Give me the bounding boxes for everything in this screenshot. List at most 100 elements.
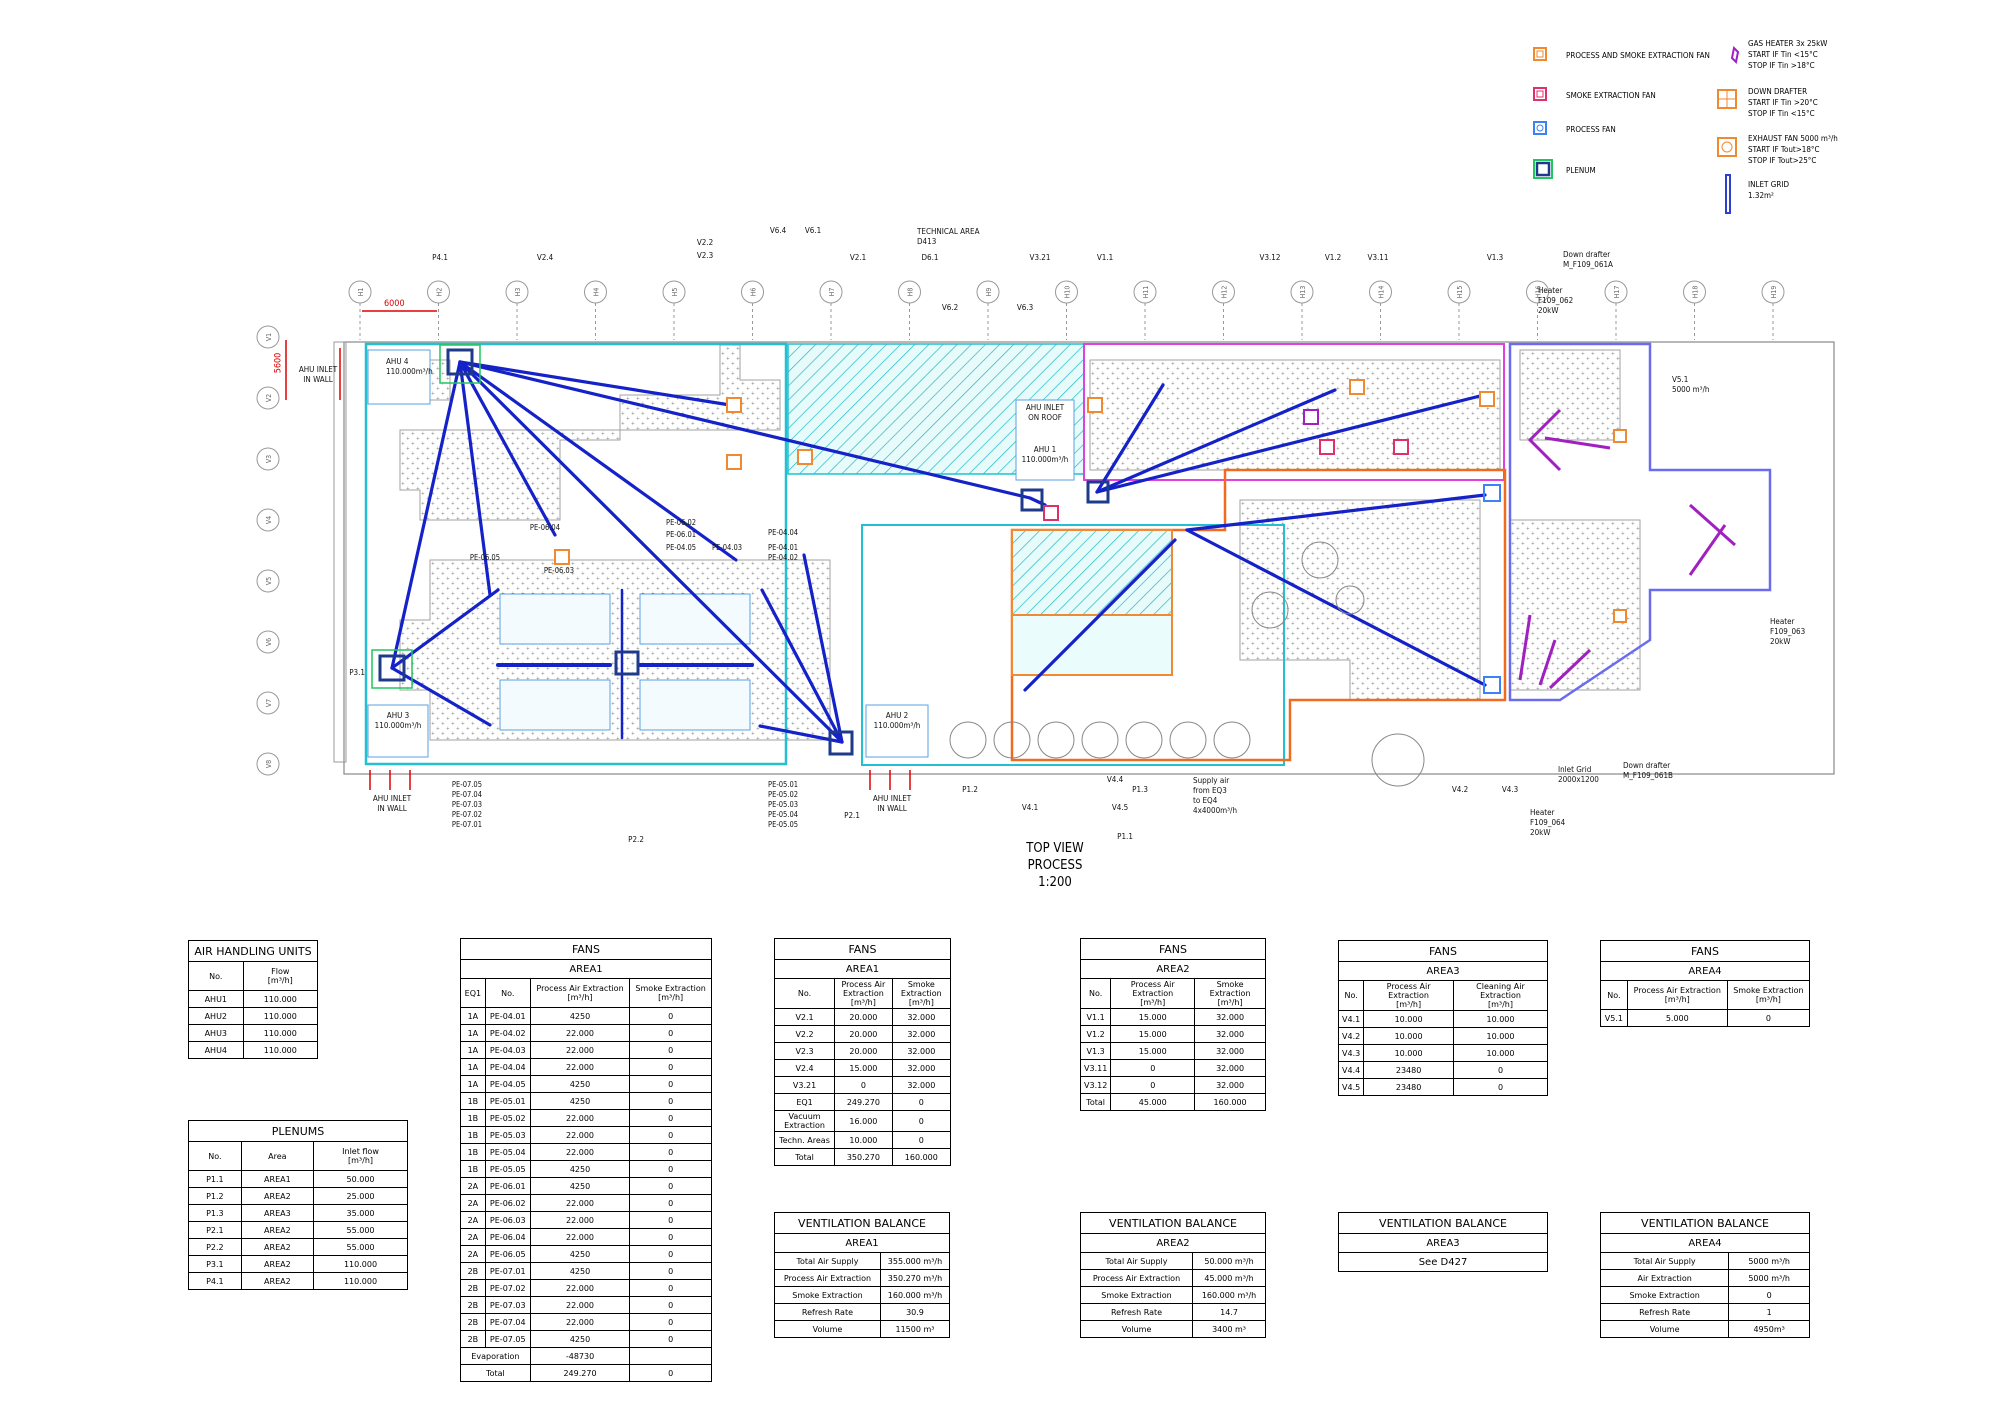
table-title: FANS bbox=[774, 938, 951, 960]
ahu-boxes bbox=[367, 349, 1075, 758]
table-header: No. bbox=[188, 961, 244, 991]
table-title: PLENUMS bbox=[188, 1120, 408, 1142]
svg-text:H11: H11 bbox=[1142, 286, 1150, 299]
table-header: No. bbox=[1600, 980, 1628, 1010]
svg-text:110.000m³/h: 110.000m³/h bbox=[874, 721, 921, 730]
svg-text:V4: V4 bbox=[265, 516, 273, 524]
svg-text:V2.4: V2.4 bbox=[537, 253, 554, 262]
top-label: V3.21 bbox=[1030, 253, 1051, 262]
top-label: V1.1 bbox=[1097, 253, 1113, 262]
svg-text:AHU 3: AHU 3 bbox=[387, 711, 409, 720]
table-title: VENTILATION BALANCE bbox=[1600, 1212, 1810, 1234]
table-title: VENTILATION BALANCE bbox=[1080, 1212, 1266, 1234]
svg-text:V6.4: V6.4 bbox=[770, 226, 787, 235]
svg-text:V4.4: V4.4 bbox=[1107, 775, 1124, 784]
pe-label: PE-07.04 bbox=[452, 790, 482, 799]
svg-text:110.000m³/h: 110.000m³/h bbox=[1022, 455, 1069, 464]
svg-text:5000 m³/h: 5000 m³/h bbox=[1672, 385, 1709, 394]
grid-col-bubble: H3 bbox=[505, 280, 529, 340]
svg-text:H19: H19 bbox=[1770, 286, 1778, 299]
grid-col-bubble: H5 bbox=[662, 280, 686, 340]
svg-text:V4.2: V4.2 bbox=[1452, 785, 1468, 794]
svg-text:AHU INLET: AHU INLET bbox=[299, 365, 338, 374]
svg-text:F109_064: F109_064 bbox=[1530, 818, 1566, 827]
top-label: V3.11 bbox=[1368, 253, 1389, 262]
svg-text:PE-07.01: PE-07.01 bbox=[452, 820, 482, 829]
svg-text:Supply air: Supply air bbox=[1193, 776, 1229, 785]
bottom-label: P1.2 bbox=[962, 785, 978, 794]
p31-label: P3.1 bbox=[349, 668, 365, 677]
svg-text:H3: H3 bbox=[514, 288, 522, 297]
svg-text:PE-05.04: PE-05.04 bbox=[768, 810, 798, 819]
legend-smoke: SMOKE EXTRACTION FAN bbox=[1566, 91, 1656, 100]
svg-text:V6: V6 bbox=[265, 638, 273, 646]
top-label: V6.4 bbox=[770, 226, 787, 235]
svg-text:Heater: Heater bbox=[1538, 286, 1563, 295]
svg-text:V4.1: V4.1 bbox=[1022, 803, 1038, 812]
svg-text:H5: H5 bbox=[671, 288, 679, 297]
pe-label: PE-07.02 bbox=[452, 810, 482, 819]
svg-text:H1: H1 bbox=[357, 288, 365, 297]
table-title: FANS bbox=[460, 938, 712, 960]
table-header: Process Air Extraction[m³/h] bbox=[1363, 980, 1454, 1011]
bottom-label: P2.1 bbox=[844, 811, 860, 820]
svg-text:PE-05.05: PE-05.05 bbox=[768, 820, 798, 829]
grid-col-bubble: H4 bbox=[584, 280, 607, 340]
svg-text:V1.3: V1.3 bbox=[1487, 253, 1503, 262]
svg-text:PE-06.03: PE-06.03 bbox=[544, 566, 574, 575]
table-subtitle: AREA1 bbox=[460, 959, 712, 979]
svg-text:V1.1: V1.1 bbox=[1097, 253, 1113, 262]
svg-text:AHU INLET: AHU INLET bbox=[873, 794, 912, 803]
svg-text:IN WALL: IN WALL bbox=[303, 375, 332, 384]
svg-text:V3: V3 bbox=[265, 455, 273, 463]
table-header: Smoke Extraction[m³/h] bbox=[629, 978, 712, 1008]
bottom-label: P2.2 bbox=[628, 835, 644, 844]
dimension-horizontal: 6000 bbox=[384, 299, 405, 309]
svg-text:PE-05.01: PE-05.01 bbox=[768, 780, 798, 789]
svg-text:20kW: 20kW bbox=[1770, 637, 1790, 646]
legend-plenum: PLENUM bbox=[1566, 166, 1596, 175]
grid-row-bubble: V6 bbox=[256, 630, 280, 654]
pe-label: PE-06.03 bbox=[544, 566, 574, 575]
table-row: Evaporation-48730 bbox=[460, 1347, 712, 1365]
grid-row-bubble: V8 bbox=[256, 752, 280, 776]
grid-col-bubble: H9 bbox=[976, 280, 1000, 340]
top-label: V2.2 bbox=[697, 238, 713, 247]
svg-text:20kW: 20kW bbox=[1530, 828, 1550, 837]
